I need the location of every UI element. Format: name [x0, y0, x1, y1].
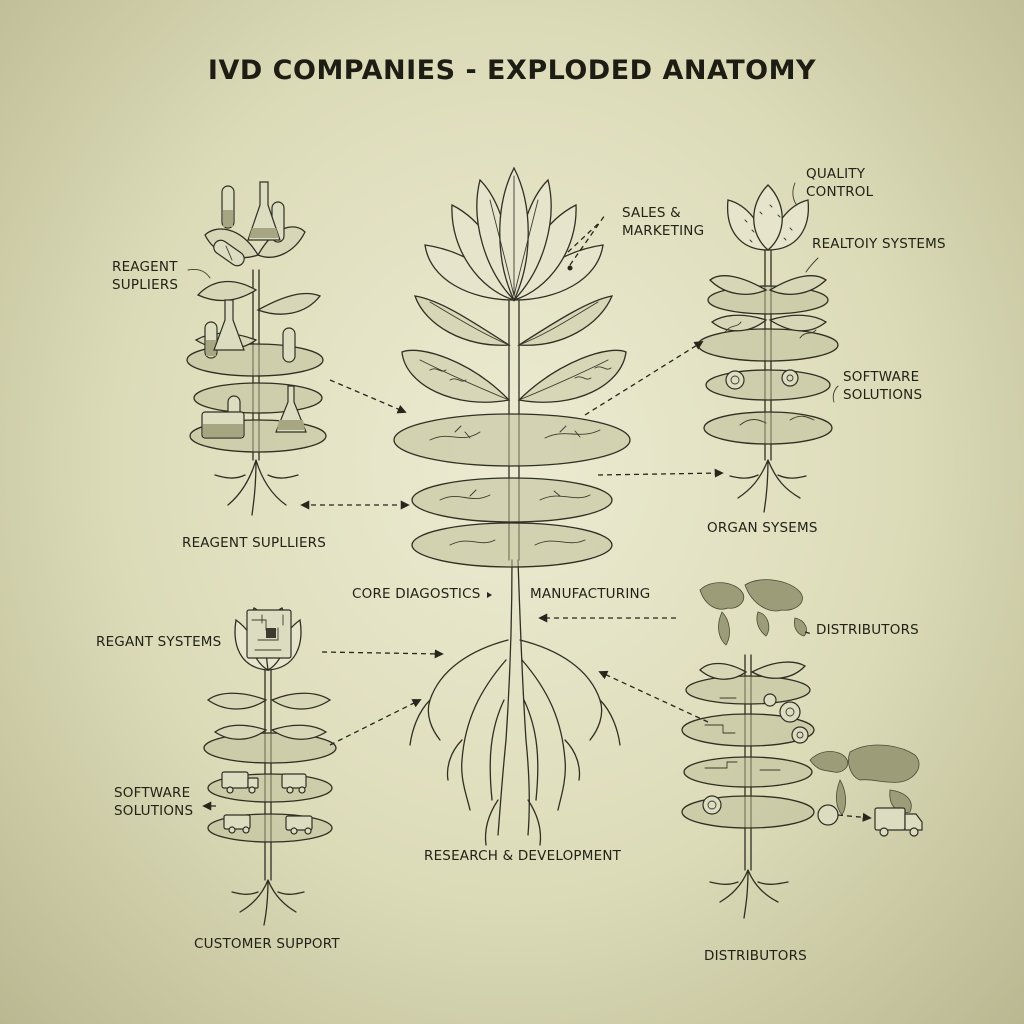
- label-manufacturing: MANUFACTURING: [530, 586, 651, 602]
- delivery-truck-icon: [874, 807, 923, 837]
- label-core-diagnostics: CORE DIAGOSTICS: [352, 586, 481, 602]
- regant-plant: [203, 607, 337, 926]
- label-reagent-suppliers-bottom: REAGENT SUPLLIERS: [182, 535, 327, 551]
- delivery-truck-icon: [221, 771, 313, 835]
- gear-icon: [702, 693, 809, 815]
- label-regant-systems: REGANT SYSTEMS: [96, 634, 222, 650]
- label-sales-marketing: SALES & MARKETING: [622, 205, 705, 239]
- central-lotus-flower: [424, 166, 604, 302]
- central-discs: [393, 413, 631, 568]
- central-leaves: [401, 295, 627, 403]
- label-reagent-suppliers-top: REAGENT SUPLIERS: [112, 259, 179, 293]
- quality-plant: [697, 184, 839, 513]
- label-quality-control: QUALITY CONTROL: [806, 166, 874, 200]
- label-distributors-bottom: DISTRIBUTORS: [704, 948, 807, 964]
- gear-icon: [725, 369, 799, 390]
- flask-icon: [213, 181, 307, 433]
- label-software-solutions-right: SOFTWARE SOLUTIONS: [843, 369, 923, 403]
- label-research-development: RESEARCH & DEVELOPMENT: [424, 848, 622, 864]
- label-organ-systems: ORGAN SYSEMS: [707, 520, 818, 536]
- label-distributors-top: DISTRIBUTORS: [816, 622, 919, 638]
- central-roots: [409, 559, 621, 846]
- distributor-plant: [681, 654, 923, 919]
- world-map-icon: [699, 579, 807, 646]
- world-map-icon: [809, 744, 920, 816]
- label-customer-support: CUSTOMER SUPPORT: [194, 936, 340, 952]
- pill-icon: [213, 239, 245, 267]
- reagent-plant: [186, 181, 327, 516]
- page-title: IVD COMPANIES - EXPLODED ANATOMY: [207, 55, 817, 86]
- connector-arrows: [187, 182, 839, 811]
- circuit-board-icon: [246, 609, 292, 659]
- central-plant: [393, 166, 631, 846]
- label-software-solutions-left: SOFTWARE SOLUTIONS: [114, 785, 194, 819]
- label-realtory-systems: REALTOIY SYSTEMS: [812, 236, 946, 252]
